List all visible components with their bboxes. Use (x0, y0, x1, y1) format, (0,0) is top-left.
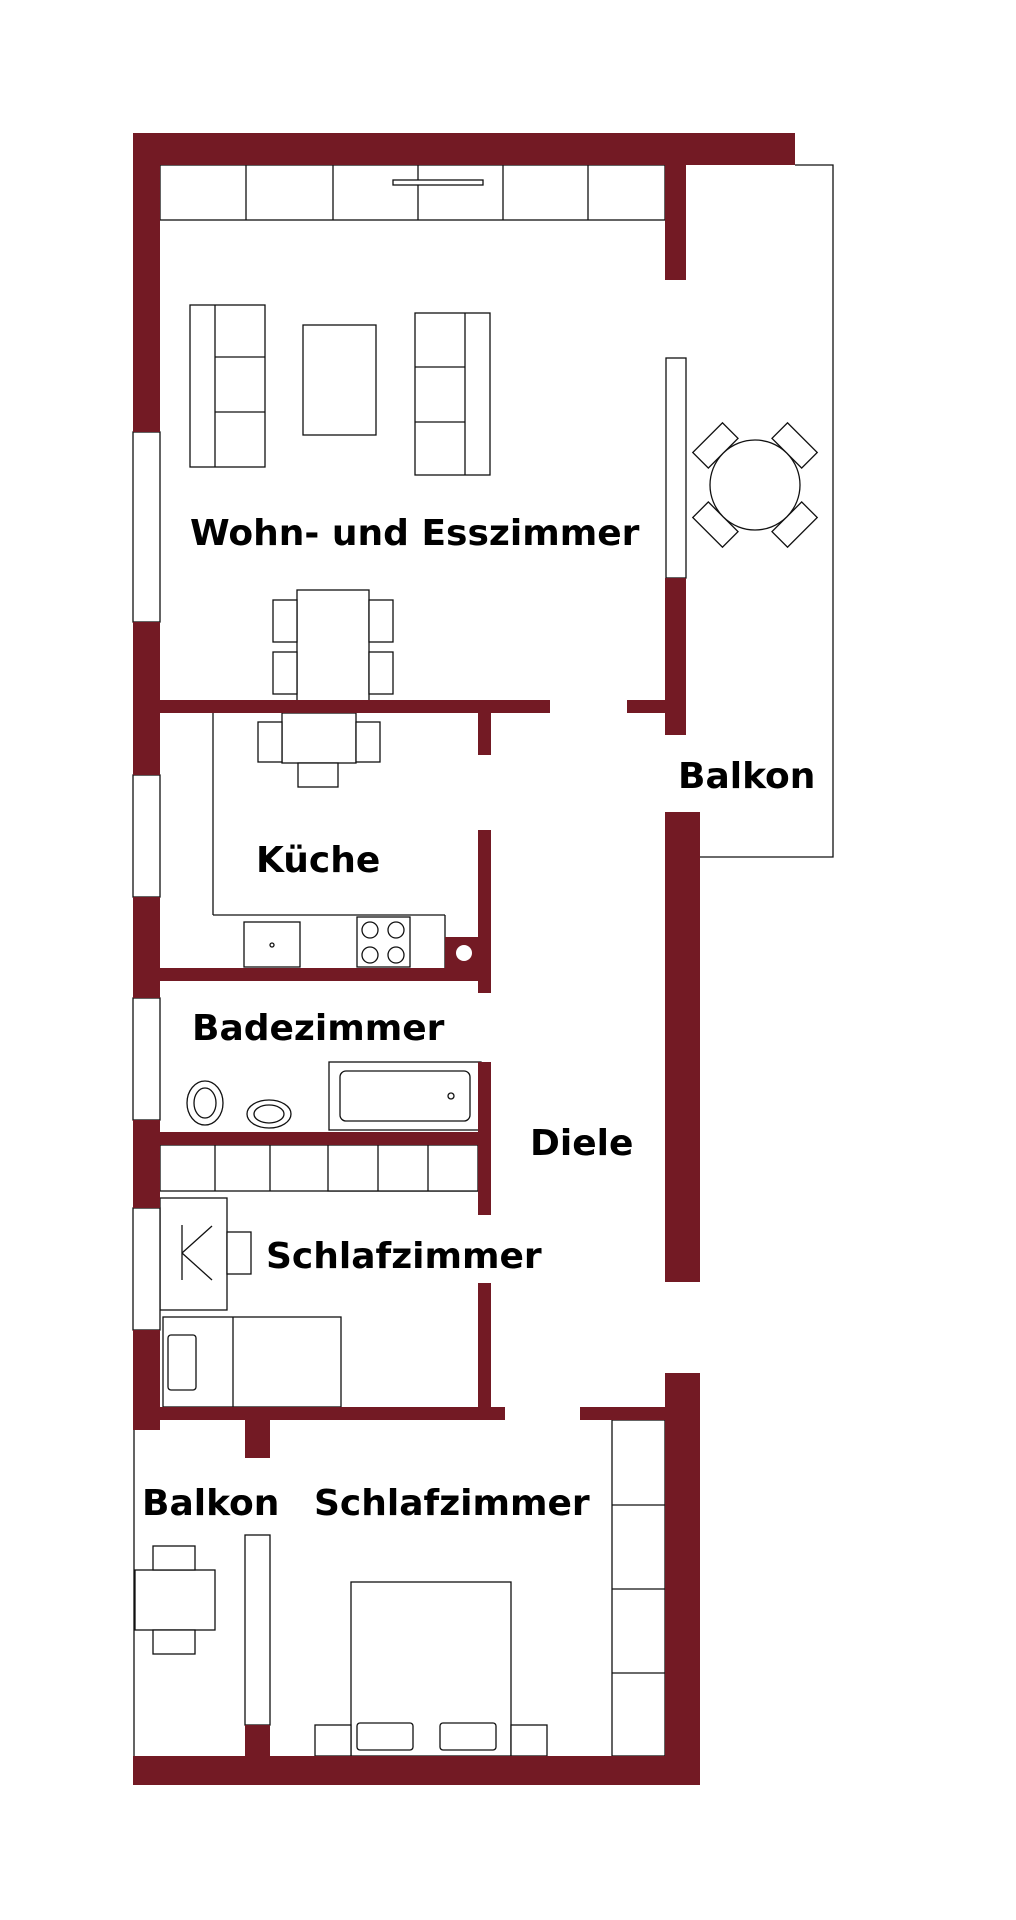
nightstand-left (314, 1724, 352, 1757)
furniture-layer (132, 164, 834, 1760)
wall-right (665, 578, 686, 735)
room-labels: Wohn- und Esszimmer Balkon Küche Badezim… (142, 513, 815, 1524)
wall-bottom (133, 1756, 700, 1785)
wall-bedroom2-top (580, 1407, 665, 1420)
wall-left (133, 1330, 160, 1430)
coffee-table (302, 324, 377, 436)
balcony-bottom-window (244, 1534, 271, 1726)
pillar (245, 1725, 270, 1756)
wall-living-corridor (627, 700, 665, 713)
dining-table-set (272, 589, 394, 703)
wall-living-kitchen (160, 700, 550, 713)
left-windows (132, 431, 161, 1331)
label-wohn-esszimmer: Wohn- und Esszimmer (190, 513, 640, 554)
wall-right (665, 165, 686, 280)
label-schlafzimmer-1: Schlafzimmer (266, 1236, 542, 1277)
bedroom1-furniture (159, 1144, 479, 1408)
wall-kitchen-corridor (478, 713, 491, 755)
pillar (245, 1420, 270, 1458)
bedroom2-wardrobe (611, 1419, 666, 1757)
bedroom2-furniture (314, 1419, 666, 1757)
wall-left (133, 133, 160, 432)
wall-bedroom-corridor (478, 1283, 491, 1415)
kitchen-counter (212, 713, 446, 968)
wall-top (133, 133, 795, 165)
wall-kitchen-bath (160, 968, 491, 981)
label-kueche: Küche (256, 840, 380, 881)
label-schlafzimmer-2: Schlafzimmer (314, 1483, 590, 1524)
wall-left (133, 1120, 160, 1208)
balcony-bottom-table (134, 1545, 216, 1655)
living-sofa-left (189, 304, 266, 468)
kitchen-table-set (257, 712, 381, 788)
label-badezimmer: Badezimmer (192, 1008, 445, 1049)
wall-right-bedroom (665, 1373, 700, 1785)
wall-bath-bedroom (160, 1132, 491, 1145)
balcony-outlines (133, 164, 834, 1760)
living-wardrobe (159, 164, 666, 221)
label-balkon-top: Balkon (678, 756, 815, 797)
wall-bedroom1-bottom (160, 1407, 505, 1420)
nightstand-right (510, 1724, 548, 1757)
label-diele: Diele (530, 1123, 633, 1164)
living-sofa-right (414, 312, 491, 476)
shaft-pipe-icon (456, 945, 472, 961)
label-balkon-bottom: Balkon (142, 1483, 279, 1524)
bathroom-fixtures (186, 1061, 482, 1131)
wall-right-corridor (665, 812, 700, 1282)
stove (356, 916, 411, 968)
desk (159, 1197, 228, 1311)
wall-left (133, 897, 160, 998)
balcony-round-table (691, 421, 819, 549)
walls-layer (133, 133, 795, 1785)
wall-left (133, 622, 160, 775)
balcony-window (665, 357, 687, 579)
